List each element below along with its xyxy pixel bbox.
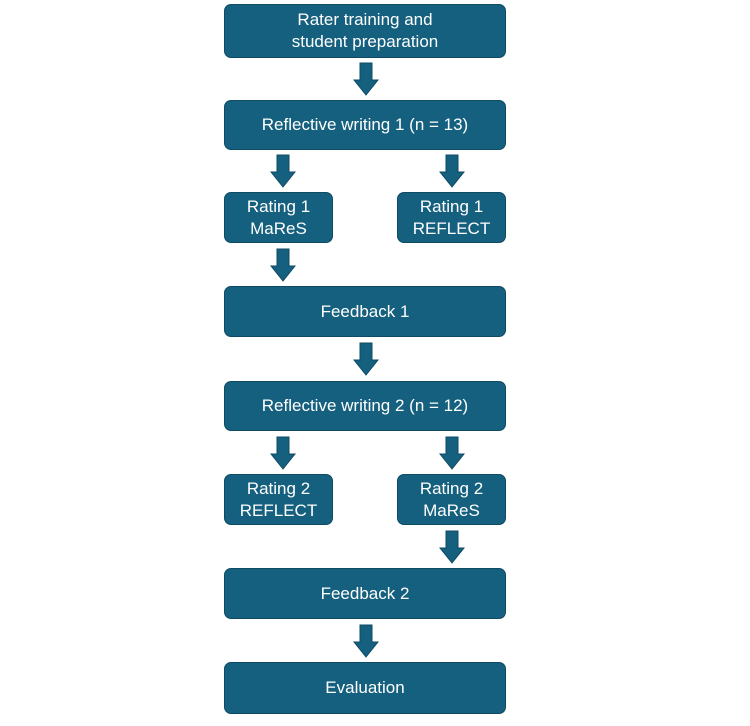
rating-1-mares-box: Rating 1 MaReS xyxy=(224,192,333,243)
rating-2-mares-box: Rating 2 MaReS xyxy=(397,474,506,525)
arrow-down-icon xyxy=(439,154,465,188)
arrow-down-icon xyxy=(353,342,379,376)
rating-1-reflect-box: Rating 1 REFLECT xyxy=(397,192,506,243)
arrow-down-icon xyxy=(353,62,379,96)
arrow-down-icon xyxy=(270,436,296,470)
reflective-writing-1-box: Reflective writing 1 (n = 13) xyxy=(224,100,506,150)
arrow-down-icon xyxy=(270,248,296,282)
arrow-down-icon xyxy=(270,154,296,188)
feedback-1-box: Feedback 1 xyxy=(224,286,506,337)
reflective-writing-2-box: Reflective writing 2 (n = 12) xyxy=(224,381,506,431)
evaluation-box: Evaluation xyxy=(224,662,506,714)
feedback-2-box: Feedback 2 xyxy=(224,568,506,619)
arrow-down-icon xyxy=(439,530,465,564)
arrow-down-icon xyxy=(439,436,465,470)
arrow-down-icon xyxy=(353,624,379,658)
rating-2-reflect-box: Rating 2 REFLECT xyxy=(224,474,333,525)
rater-training-box: Rater training and student preparation xyxy=(224,4,506,58)
